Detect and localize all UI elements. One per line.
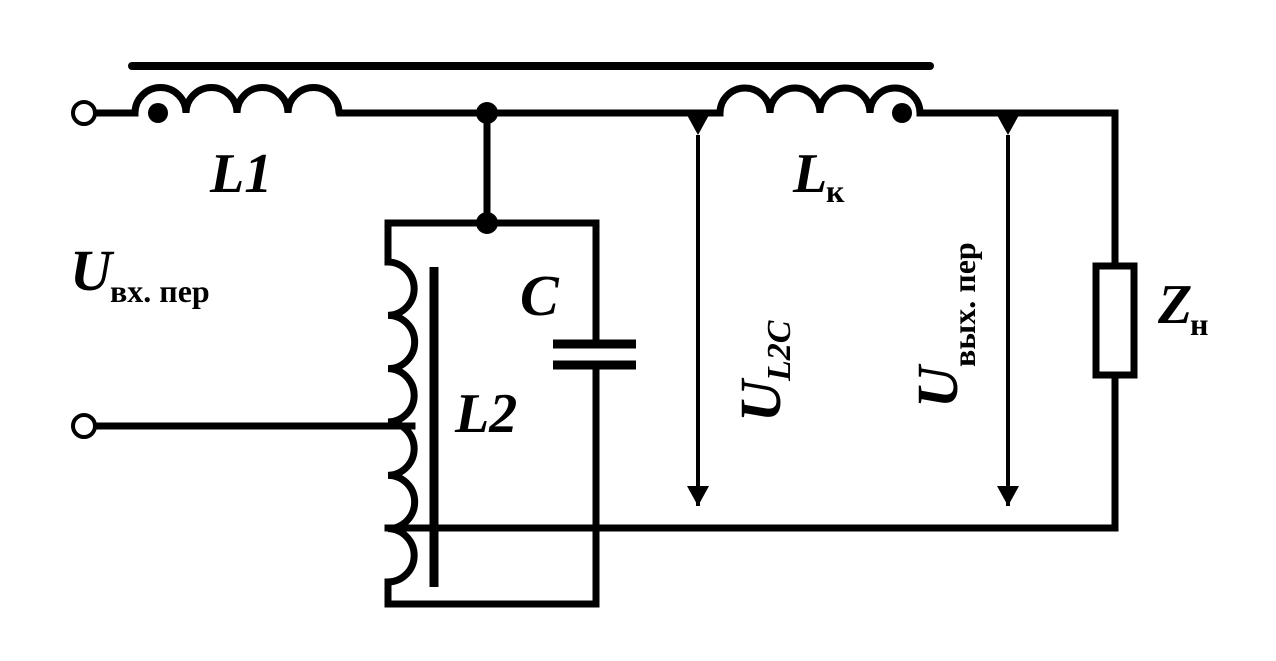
ul2c-label-sub: L2C — [761, 320, 798, 382]
ul2c-label-main: U — [728, 377, 793, 422]
l2-label: L2 — [454, 383, 517, 445]
lk-label-sub: к — [826, 173, 845, 209]
zn-label: Z н — [1157, 274, 1208, 342]
l1-label: L1 — [209, 143, 272, 205]
c-label: C — [520, 263, 560, 328]
ul2c-label: U L2C — [728, 320, 798, 422]
uin-label-sub: вх. пер — [110, 273, 210, 309]
uout-label-main: U — [905, 363, 970, 408]
load-impedance-zn — [1092, 262, 1138, 379]
uin-label-main: U — [70, 238, 115, 303]
lk-polarity-dot — [892, 103, 912, 123]
inductor-l1 — [131, 84, 343, 117]
lk-label-main: L — [792, 143, 827, 205]
zn-label-main: Z — [1157, 274, 1192, 336]
uin-label: U вх. пер — [70, 238, 210, 309]
inductor-lk — [716, 84, 924, 117]
input-terminal-top — [71, 100, 97, 126]
input-terminal-bottom — [71, 413, 97, 439]
inductor-l2 — [384, 258, 419, 586]
zn-label-sub: н — [1190, 306, 1208, 342]
uout-label-sub: вых. пер — [946, 242, 982, 367]
l1-polarity-dot — [148, 103, 168, 123]
lk-label: L к — [792, 143, 845, 209]
junction-dot-top — [476, 102, 498, 124]
uout-label: U вых. пер — [905, 242, 982, 408]
